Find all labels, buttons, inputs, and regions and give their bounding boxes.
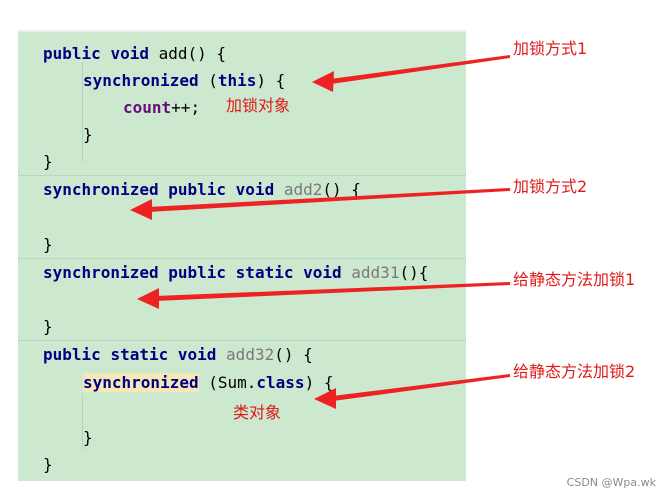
annotation-static-lock-1: 给静态方法加锁1 [513,270,636,289]
annotation-lock-method-2: 加锁方式2 [513,177,588,196]
keyword-void: void [110,44,149,63]
indent-guide [82,62,83,162]
annotation-lock-object: 加锁对象 [226,96,291,115]
keyword-void: void [303,263,342,282]
keyword-synchronized: synchronized [43,263,159,282]
indent-guide [82,394,83,450]
code-line-synchronized-class: synchronized (Sum.class) { [83,372,333,394]
code-punctuation: () { [274,345,313,364]
code-punctuation: (){ [399,263,429,282]
keyword-synchronized: synchronized [43,180,159,199]
code-line-synchronized-this: synchronized (this) { [83,71,286,90]
code-panel-top-edge [18,30,466,33]
code-punctuation: () { [322,180,361,199]
method-name: add31 [351,263,400,282]
method-name: add [158,44,188,63]
field-count: count [123,98,172,117]
keyword-public: public [168,263,227,282]
code-punctuation: ) { [304,373,334,392]
keyword-static: static [110,345,169,364]
code-punctuation: () { [187,44,227,63]
method-separator [18,340,466,341]
keyword-public: public [43,345,101,364]
code-line-close-brace: } [43,235,53,254]
code-line-close-brace: } [43,152,53,171]
annotation-lock-method-1: 加锁方式1 [513,39,588,58]
method-name: add2 [283,180,323,199]
keyword-synchronized-highlighted: synchronized [83,373,199,392]
code-line-method3-signature: synchronized public static void add31(){ [43,262,428,284]
method-separator [18,175,466,176]
watermark: CSDN @Wpa.wk [566,476,656,489]
keyword-public: public [43,44,101,63]
keyword-public: public [168,180,227,199]
method-name: add32 [226,345,275,364]
keyword-synchronized: synchronized [83,71,199,90]
code-line-close-brace: } [43,455,53,474]
code-line-count-increment: count++; [123,97,200,119]
code-line-method2-signature: synchronized public void add2() { [43,179,361,201]
code-line-method4-signature: public static void add32() { [43,344,313,366]
code-punctuation: ++; [171,98,201,117]
code-line-method1-signature: public void add() { [43,43,226,65]
code-line-close-brace: } [83,125,93,144]
code-line-close-brace: } [83,428,93,447]
code-punctuation: (Sum. [198,373,257,392]
code-line-close-brace: } [43,317,53,336]
keyword-class: class [256,373,305,392]
keyword-void: void [177,345,217,364]
keyword-void: void [235,180,275,199]
keyword-this: this [217,71,257,90]
annotation-static-lock-2: 给静态方法加锁2 [513,362,636,381]
method-separator [18,258,466,259]
annotation-class-object: 类对象 [233,403,282,422]
keyword-static: static [235,263,294,282]
